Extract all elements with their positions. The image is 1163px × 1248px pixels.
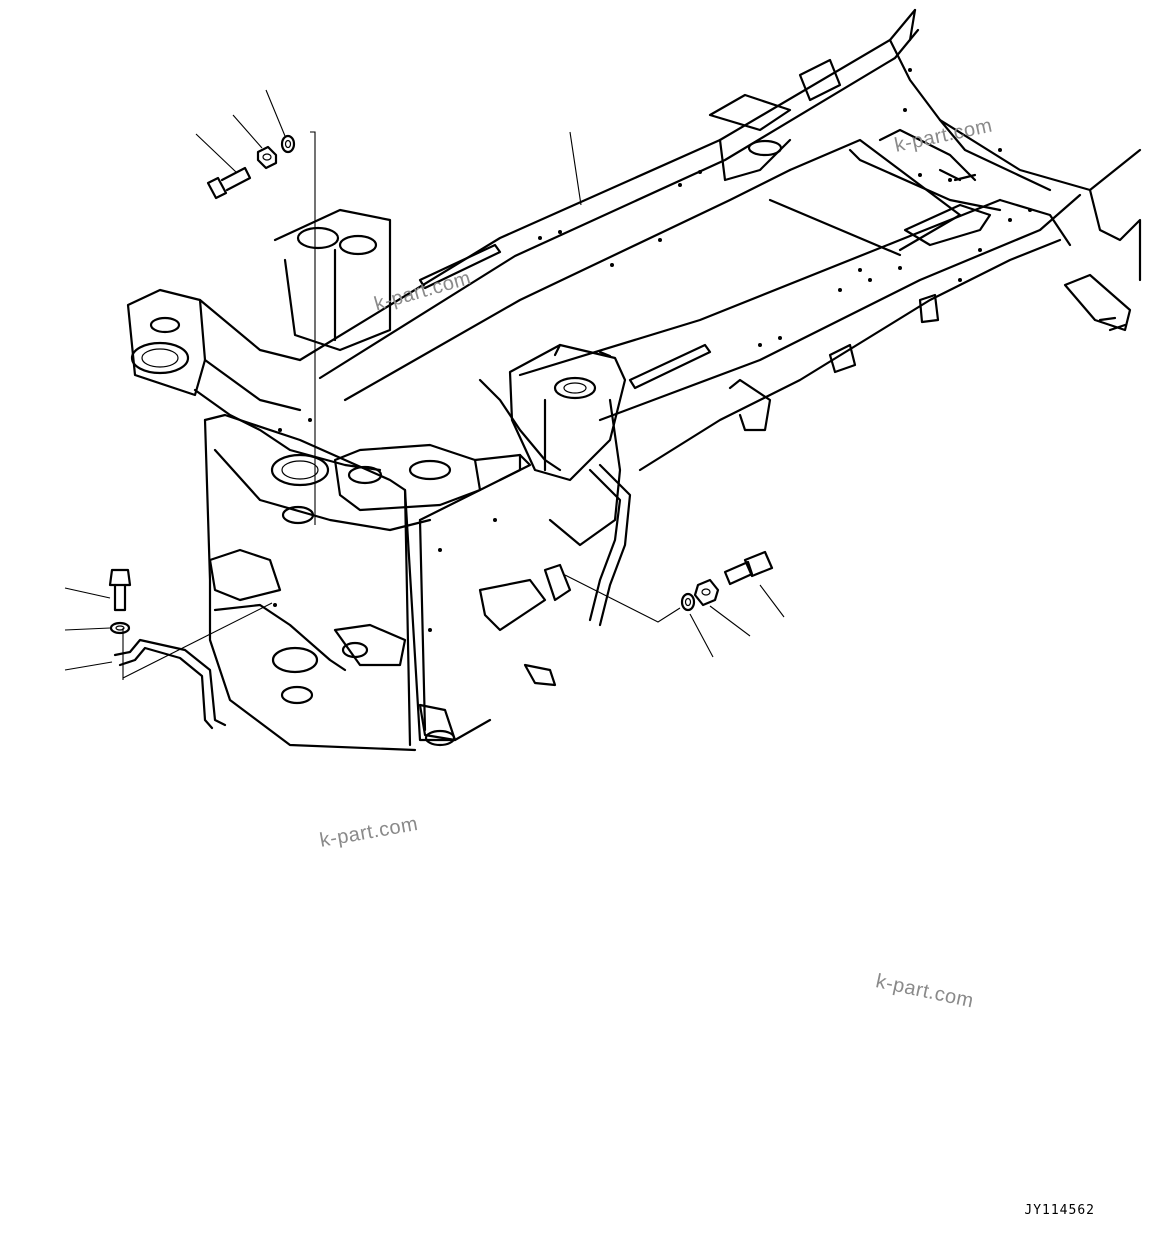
washer-right (680, 592, 696, 612)
drawing-code: JY114562 (1024, 1203, 1095, 1218)
nut-top-left (256, 145, 278, 170)
bracket-left (113, 638, 227, 730)
washer-left (109, 621, 131, 635)
bolt-top-left (206, 166, 252, 200)
bolt-right (723, 550, 774, 586)
main-frame (126, 8, 1142, 752)
leaders-left (64, 587, 273, 680)
leaders-right (564, 574, 785, 658)
bolt-left (108, 568, 132, 612)
nut-right (693, 578, 720, 607)
leaders-top-left (195, 89, 582, 525)
washer-top-left (280, 134, 296, 154)
